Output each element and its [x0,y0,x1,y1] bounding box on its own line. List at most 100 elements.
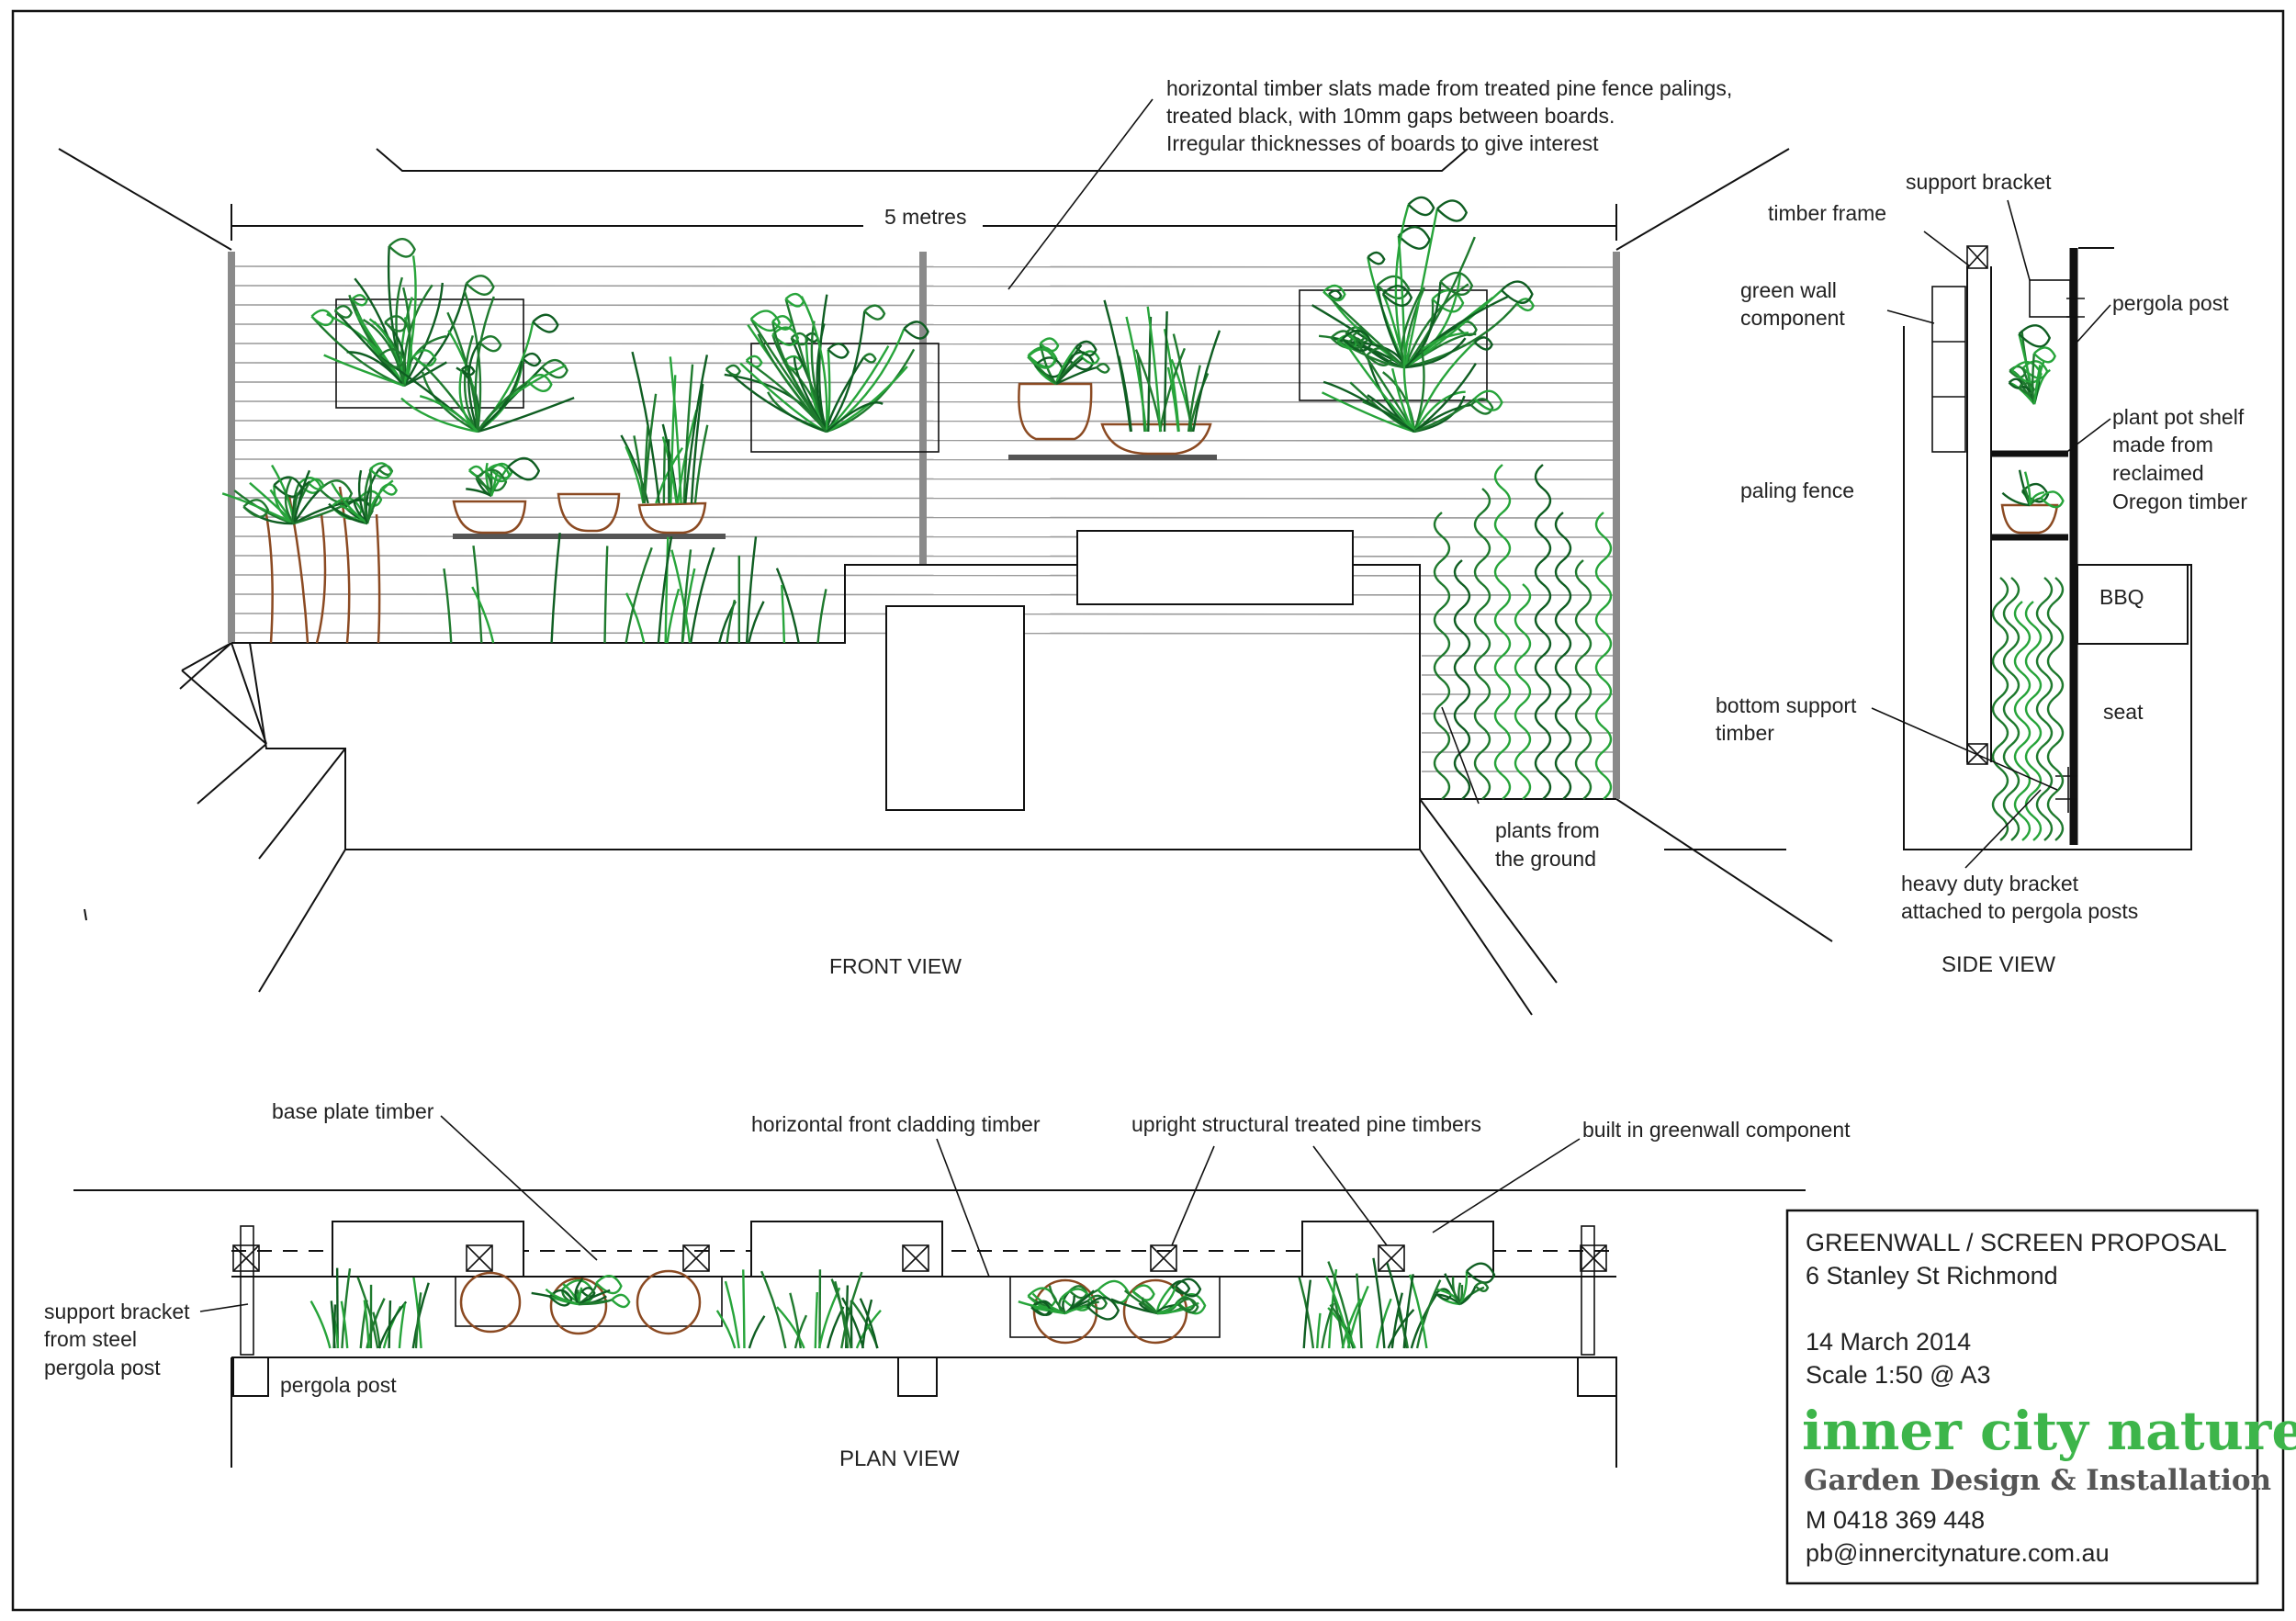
leaf [2032,353,2036,405]
grass-blade [471,586,495,644]
grass-blade [550,532,561,644]
ground-vine [1534,464,1552,800]
leaf [545,1288,580,1306]
bottom-support-timber [1966,743,1988,765]
side-vine [2035,577,2054,841]
timber-frame-top [1966,245,1988,269]
leaf [1096,363,1110,374]
planter-base [231,564,1421,850]
leaf [2018,382,2035,395]
base-plate-label: base plate timber [272,1099,434,1123]
plan-view: base plate timber horizontal front cladd… [44,1099,1851,1471]
slats-label-1: horizontal timber slats made from treate… [1166,76,1732,100]
pot-grass-3 [620,351,709,504]
grass-blade [724,1280,740,1349]
grass-blade [1158,347,1187,433]
side-vine [2013,601,2032,841]
plan-clump-3 [1110,1278,1207,1315]
vine [1473,488,1491,800]
vine [2035,577,2054,841]
leaf [826,401,884,433]
planter-ground-plants [443,532,827,644]
leaf [526,374,553,392]
leaf [1086,1294,1109,1311]
ground-plants-leader [1441,706,1480,805]
leaf [1431,289,1465,313]
leaf [362,319,406,387]
leaf [1381,285,1413,307]
contact-phone: M 0418 369 448 [1806,1506,1985,1534]
leaf [377,348,406,368]
leaf [826,310,866,433]
grass-blade [1117,355,1133,433]
leaf [346,351,405,387]
grass-blade [625,546,653,644]
leaf [1055,356,1084,385]
grass-blade [690,383,704,504]
leaf [323,354,405,388]
leaf [1459,1285,1477,1306]
leaf [1175,1278,1202,1298]
leaf [402,255,417,387]
shelf-label-2: made from [2112,433,2213,456]
plan-pergola-post-label: pergola post [280,1373,397,1397]
dimension-label: 5 metres [884,205,966,229]
leaf [827,343,850,359]
leaf [532,313,559,333]
ground-vine [1453,559,1471,800]
leaf [1466,1262,1496,1284]
vine [1453,559,1471,800]
vine [1493,464,1512,800]
pot-5 [1100,422,1212,456]
pot-2 [557,492,621,533]
leaf [308,478,325,490]
plan-pergola-post-3 [1577,1356,1617,1397]
plan-grass-1 [310,1267,430,1349]
slats-span-bracket [376,148,1469,172]
pot-4 [1018,382,1093,441]
grass-blade [775,568,800,644]
greenwall-component-side [1931,286,1966,453]
leaf [1413,398,1476,433]
grass-blade [1356,1273,1363,1349]
leaf [458,369,478,433]
leaf [1404,236,1476,368]
leaf [1404,302,1518,369]
leaf [1412,390,1466,433]
leaf [1341,338,1415,433]
vine [1554,512,1572,800]
plan-greenwall-1 [332,1221,524,1278]
vine [2002,577,2020,841]
support-bracket-side [2029,279,2071,318]
ground-plants-label-1: plants from [1495,818,1600,842]
pot-side [2000,503,2059,535]
plant-wall-2 [724,292,929,433]
project-title: GREENWALL / SCREEN PROPOSAL [1806,1229,2227,1256]
pot-grass-5 [1103,299,1221,433]
leaf [522,352,542,367]
grass-blade [1302,1279,1312,1349]
vine [1594,512,1613,800]
leaf [1376,275,1411,299]
leaf [1075,340,1097,357]
leaf [1027,346,1058,368]
plan-bracket [240,1225,254,1356]
ground-vine [1594,512,1613,800]
leaf [1322,290,1406,368]
grass-blade [670,375,677,504]
timber-frame-label: timber frame [1768,201,1886,225]
plan-shelf-1 [455,1276,723,1327]
vine [1433,512,1451,800]
leaf [1404,337,1467,369]
plan-upright-timbers [232,1244,1607,1272]
vine [2024,601,2043,841]
leaf [463,289,482,433]
slats-label-3: Irregular thicknesses of boards to give … [1166,131,1599,155]
leaf [1123,1289,1158,1315]
leaf [1366,347,1393,366]
leaf [467,342,481,433]
grass-blade [377,1300,408,1349]
contact-email: pb@innercitynature.com.au [1806,1539,2110,1567]
leaf [1451,1277,1461,1305]
upright-timber [1150,1244,1177,1272]
